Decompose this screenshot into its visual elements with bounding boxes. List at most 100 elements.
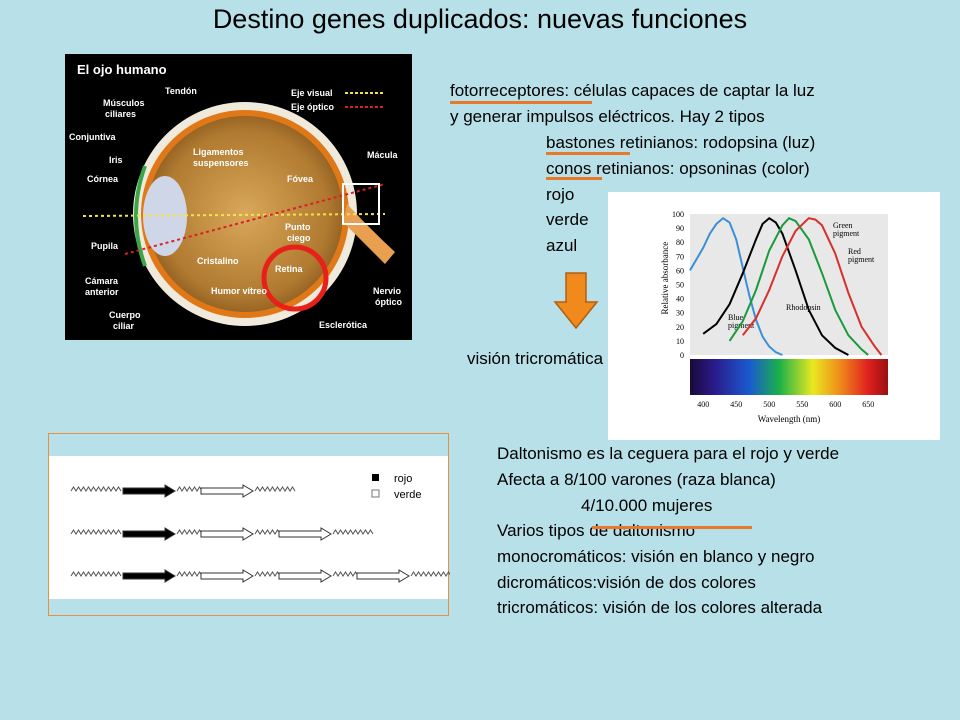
text-bastones: bastones retinianos: rodopsina (luz) bbox=[546, 133, 816, 152]
chart-svg: Relative absorbance Wavelength (nm) 0 10 2… bbox=[660, 210, 888, 424]
x-tick-label: 400 bbox=[697, 400, 709, 409]
text-daltonismo: Daltonismo es la ceguera para el rojo y … bbox=[497, 444, 840, 463]
intergenic-zigzag bbox=[254, 571, 281, 577]
legend-red-label: rojo bbox=[394, 473, 412, 485]
label-optico: óptico bbox=[375, 297, 402, 307]
spectrum-bar bbox=[690, 359, 888, 395]
intergenic-zigzag bbox=[70, 571, 122, 577]
y-tick-label: 10 bbox=[676, 337, 684, 346]
series-label-1: Rhodopsin bbox=[786, 303, 821, 312]
series-line-2 bbox=[728, 216, 869, 356]
label-humor-vitreo: Humor vítreo bbox=[211, 286, 268, 296]
eye-illustration: El ojo humano Eje visual Eje óptico Tend… bbox=[69, 62, 402, 331]
intergenic-zigzag bbox=[176, 529, 203, 535]
y-tick-label: 30 bbox=[676, 309, 684, 318]
label-esclerotica: Esclerótica bbox=[319, 320, 368, 330]
y-tick-label: 100 bbox=[672, 210, 684, 219]
label-macula: Mácula bbox=[367, 150, 399, 160]
x-axis-label: Wavelength (nm) bbox=[758, 414, 821, 424]
y-tick-label: 40 bbox=[676, 295, 684, 304]
visual-axis-line bbox=[82, 213, 386, 217]
macula-box bbox=[342, 183, 380, 225]
text-mujeres: 4/10.000 mujeres bbox=[581, 496, 713, 515]
x-tick-label: 450 bbox=[730, 400, 742, 409]
legend-red-swatch bbox=[372, 474, 379, 481]
legend-visual-axis: Eje visual bbox=[291, 88, 333, 98]
text-vision-tricromatica: visión tricromática bbox=[467, 349, 604, 368]
underline-conos bbox=[546, 177, 602, 180]
series-line-3 bbox=[742, 217, 883, 356]
underline-varios-tipos bbox=[592, 526, 752, 529]
green-opsin-gene-arrow bbox=[200, 569, 254, 583]
text-dicromaticos: dicromáticos:visión de dos colores bbox=[497, 573, 756, 592]
series-line-0 bbox=[689, 216, 783, 356]
label-retina: Retina bbox=[275, 264, 304, 274]
label-cornea: Córnea bbox=[87, 174, 119, 184]
label-cristalino: Cristalino bbox=[197, 256, 239, 266]
intergenic-zigzag bbox=[410, 571, 450, 577]
x-tick-label: 550 bbox=[796, 400, 808, 409]
optic-axis-line bbox=[124, 183, 386, 255]
label-ligamentos: Ligamentos bbox=[193, 147, 244, 157]
text-tricromaticos: tricromáticos: visión de los colores alt… bbox=[497, 598, 823, 617]
y-tick-label: 0 bbox=[680, 351, 684, 360]
intergenic-zigzag bbox=[254, 486, 296, 492]
green-opsin-gene-arrow bbox=[200, 527, 254, 541]
label-conjuntiva: Conjuntiva bbox=[69, 132, 116, 142]
red-opsin-gene-arrow bbox=[122, 569, 176, 583]
legend-optic-axis: Eje óptico bbox=[291, 102, 335, 112]
label-musculos: Músculos bbox=[103, 98, 145, 108]
text-azul: azul bbox=[546, 236, 578, 255]
text-fotorreceptores: fotorreceptores: células capaces de capt… bbox=[450, 81, 815, 100]
green-opsin-gene-arrow bbox=[278, 569, 332, 583]
gene-diagram-top-band bbox=[49, 434, 448, 456]
green-opsin-gene-arrow bbox=[200, 484, 254, 498]
gene-diagram-bottom-band bbox=[49, 599, 448, 615]
label-ciego: ciego bbox=[287, 233, 311, 243]
intergenic-zigzag bbox=[70, 529, 122, 535]
x-tick-label: 650 bbox=[862, 400, 874, 409]
intergenic-zigzag bbox=[176, 571, 203, 577]
green-opsin-gene-arrow bbox=[356, 569, 410, 583]
x-tick-label: 600 bbox=[829, 400, 841, 409]
label-pupila: Pupila bbox=[91, 241, 119, 251]
eye-heading: El ojo humano bbox=[77, 62, 167, 77]
x-tick-label: 500 bbox=[763, 400, 775, 409]
label-nervio: Nervio bbox=[373, 286, 402, 296]
label-fovea: Fóvea bbox=[287, 174, 314, 184]
label-ciliar: ciliar bbox=[113, 321, 135, 331]
legend-green-swatch bbox=[371, 489, 380, 498]
text-impulsos: y generar impulsos eléctricos. Hay 2 tip… bbox=[450, 107, 765, 126]
y-tick-label: 90 bbox=[676, 224, 684, 233]
y-tick-label: 20 bbox=[676, 323, 684, 332]
y-axis-label: Relative absorbance bbox=[660, 242, 670, 315]
green-opsin-gene-arrow bbox=[278, 527, 332, 541]
lens bbox=[143, 176, 187, 256]
intergenic-zigzag bbox=[254, 529, 281, 535]
label-suspensores: suspensores bbox=[193, 158, 249, 168]
y-tick-label: 70 bbox=[676, 252, 684, 261]
y-tick-label: 50 bbox=[676, 281, 684, 290]
y-tick-label: 80 bbox=[676, 238, 684, 247]
series-line-1 bbox=[702, 216, 849, 356]
label-camara: Cámara bbox=[85, 276, 119, 286]
text-varios-tipos: Varios tipos de daltonismo bbox=[497, 521, 696, 540]
optic-nerve-shape bbox=[343, 204, 395, 264]
label-tendon: Tendón bbox=[165, 86, 197, 96]
label-cuerpo: Cuerpo bbox=[109, 310, 141, 320]
legend-green-label: verde bbox=[394, 489, 422, 501]
intergenic-zigzag bbox=[332, 529, 374, 535]
label-punto: Punto bbox=[285, 222, 311, 232]
text-rojo: rojo bbox=[546, 185, 575, 204]
retina-highlight-circle bbox=[261, 244, 329, 312]
absorbance-chart: Relative absorbance Wavelength (nm) 0 10 2… bbox=[608, 192, 940, 440]
underline-fotorreceptores bbox=[450, 101, 592, 104]
iris-shape bbox=[134, 165, 147, 267]
intergenic-zigzag bbox=[70, 486, 122, 492]
text-monocromaticos: monocromáticos: visión en blanco y negro bbox=[497, 547, 815, 566]
y-tick-label: 60 bbox=[676, 266, 684, 275]
text-conos: conos retinianos: opsoninas (color) bbox=[546, 159, 810, 178]
